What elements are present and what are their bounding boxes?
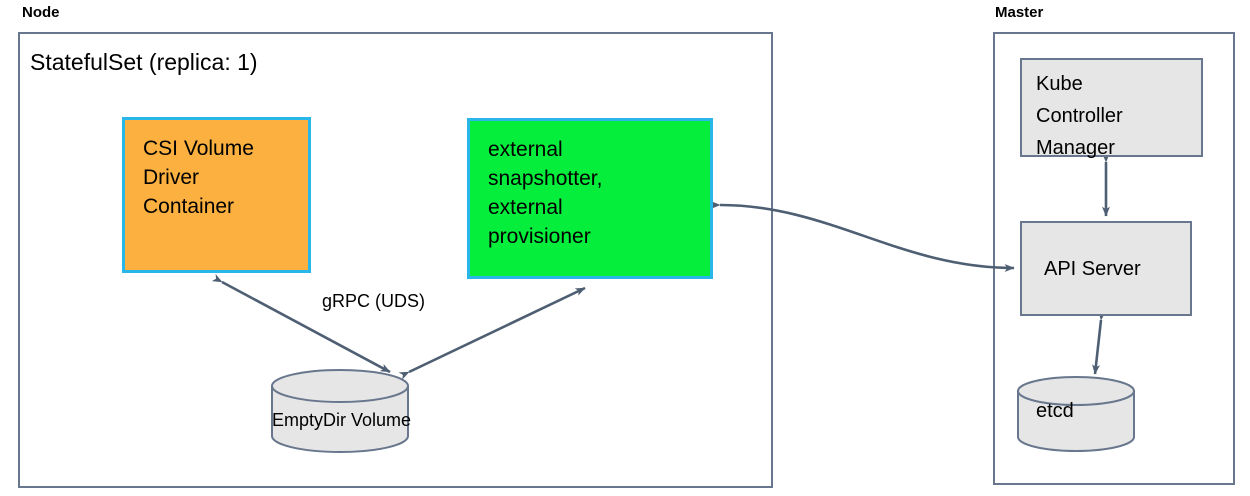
- master-group-label: Master: [995, 4, 1044, 21]
- kube-controller-manager-box[interactable]: Kube Controller Manager: [1020, 58, 1203, 159]
- external-sidecars-label: external snapshotter, external provision…: [488, 138, 603, 248]
- csi-volume-driver-container-box[interactable]: CSI Volume Driver Container: [122, 117, 311, 273]
- statefulset-title: StatefulSet (replica: 1): [30, 49, 258, 75]
- csi-volume-driver-container-label: CSI Volume Driver Container: [143, 137, 254, 218]
- etcd-label: etcd: [1036, 400, 1074, 422]
- node-group-label: Node: [22, 4, 60, 21]
- api-server-label: API Server: [1044, 257, 1141, 280]
- grpc-uds-edge-label: gRPC (UDS): [322, 291, 426, 311]
- kube-controller-manager-label: Kube Controller Manager: [1036, 73, 1123, 159]
- external-sidecars-box[interactable]: external snapshotter, external provision…: [467, 118, 713, 279]
- api-server-box[interactable]: API Server: [1020, 221, 1192, 316]
- emptydir-volume-label: EmptyDir Volume: [272, 410, 412, 430]
